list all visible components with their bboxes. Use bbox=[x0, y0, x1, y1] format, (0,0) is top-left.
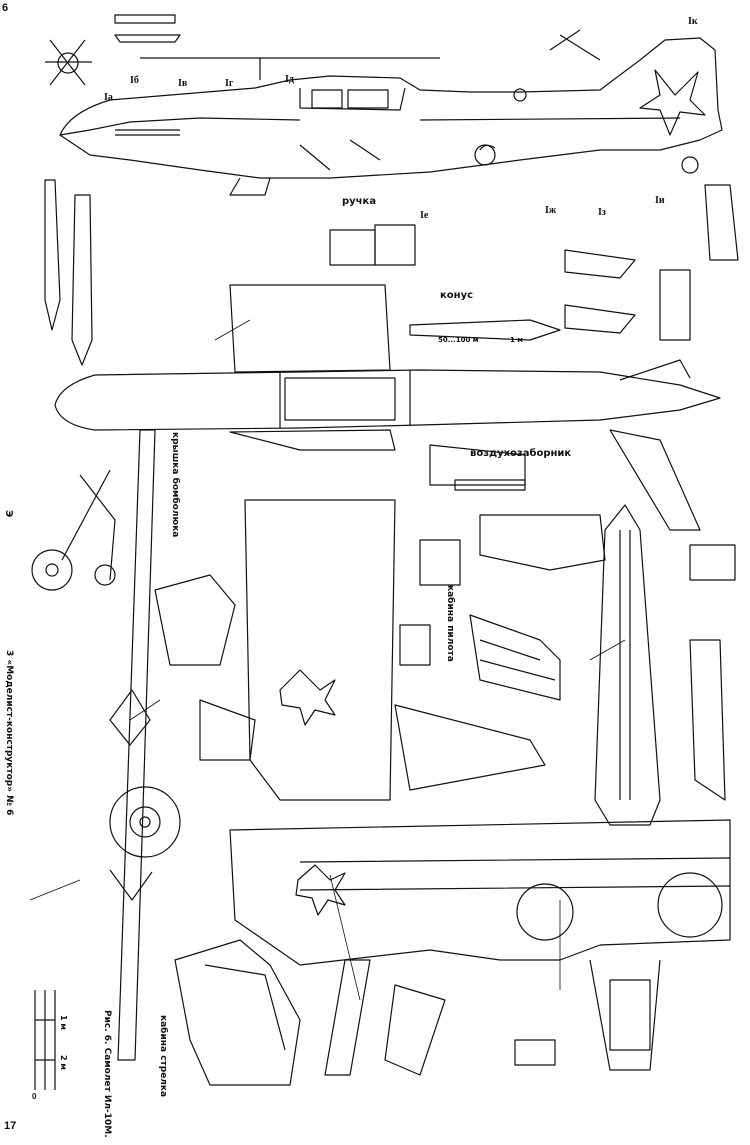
detail-panel-right bbox=[704, 184, 739, 261]
magazine-credit: 3 «Моделист-конструктор» № 6 bbox=[4, 650, 14, 816]
top-view bbox=[54, 284, 721, 801]
scale-bar bbox=[34, 990, 56, 1090]
section-marker: Iк bbox=[688, 16, 698, 27]
section-marker: Iз bbox=[598, 207, 606, 218]
label-gunner-cabin: кабина стрелка bbox=[158, 1015, 168, 1098]
dim-label-distance: 50...100 м bbox=[438, 336, 479, 344]
propeller-spinner-front bbox=[45, 39, 92, 86]
section-marker: Iж bbox=[545, 205, 557, 216]
bottom-view bbox=[229, 819, 731, 1071]
fuselage-vertical bbox=[594, 504, 661, 826]
section-marker: Iв bbox=[178, 78, 188, 89]
scale-zero: 0 bbox=[32, 1092, 37, 1101]
section-marker: Iб bbox=[130, 75, 139, 86]
side-view bbox=[59, 37, 723, 196]
scale-1m: 1 м bbox=[59, 1015, 68, 1030]
propeller-blades bbox=[44, 179, 93, 366]
section-marker: Iи bbox=[655, 195, 665, 206]
figure-caption: Рис. 6. Самолет Ил-10М. bbox=[102, 1010, 112, 1138]
scale-2m: 2 м bbox=[59, 1055, 68, 1070]
gunner-cabin-sketch bbox=[174, 939, 301, 1086]
label-pilot-cabin: кабина пилота bbox=[445, 585, 455, 662]
wing-side-strip bbox=[109, 429, 181, 1061]
dim-label-1m: 1 м bbox=[510, 336, 524, 344]
section-marker: Iе bbox=[420, 210, 429, 221]
section-marker: Iд bbox=[285, 74, 294, 85]
pilot-cabin-sketch bbox=[394, 614, 561, 791]
label-ammo-hatch: крышка бомболюка bbox=[170, 432, 180, 538]
section-marker: Iа bbox=[104, 92, 113, 103]
page-number-top: 6 bbox=[2, 2, 9, 14]
label-cone: конус bbox=[440, 290, 474, 301]
label-air-intake: воздухозаборник bbox=[470, 448, 572, 459]
page-number-bottom: 17 bbox=[4, 1120, 17, 1132]
landing-gear bbox=[31, 469, 116, 591]
label-handle: ручка bbox=[342, 196, 377, 207]
section-marker: Iг bbox=[225, 78, 234, 89]
margin-letter: Э bbox=[3, 510, 14, 518]
